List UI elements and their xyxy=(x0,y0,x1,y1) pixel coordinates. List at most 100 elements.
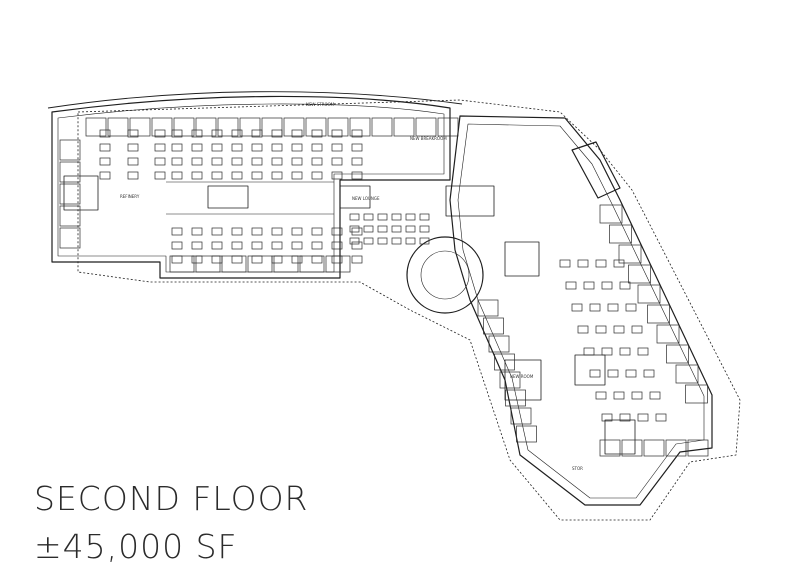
office xyxy=(643,439,665,457)
workstation xyxy=(231,129,243,138)
workstation xyxy=(643,369,655,378)
workstation xyxy=(271,255,283,264)
stair xyxy=(571,141,621,199)
room-label: NEW ROOM xyxy=(510,374,534,379)
workstation xyxy=(637,413,649,422)
core xyxy=(339,185,371,209)
office xyxy=(59,161,81,183)
workstation xyxy=(171,157,183,166)
workstation xyxy=(231,227,243,236)
workstation xyxy=(99,157,111,166)
left-wing-inner xyxy=(57,103,445,273)
workstation xyxy=(607,303,619,312)
office xyxy=(129,117,151,137)
workstation xyxy=(625,369,637,378)
workstation xyxy=(154,171,166,180)
workstation xyxy=(349,225,360,233)
workstation xyxy=(363,225,374,233)
workstation xyxy=(211,255,223,264)
office xyxy=(173,117,195,137)
workstation xyxy=(99,171,111,180)
right-wing-inner xyxy=(457,123,705,499)
office xyxy=(327,117,349,137)
roof-arc xyxy=(47,91,463,109)
workstation xyxy=(577,325,589,334)
workstation xyxy=(419,225,430,233)
workstation xyxy=(589,303,601,312)
workstation xyxy=(377,225,388,233)
workstation xyxy=(311,255,323,264)
workstation xyxy=(311,241,323,250)
office xyxy=(107,117,129,137)
workstation xyxy=(631,325,643,334)
workstation xyxy=(99,129,111,138)
workstation xyxy=(154,157,166,166)
workstation xyxy=(191,143,203,152)
workstation xyxy=(251,171,263,180)
workstation xyxy=(351,241,363,250)
workstation xyxy=(127,157,139,166)
workstation xyxy=(363,237,374,245)
core xyxy=(504,241,540,277)
workstation xyxy=(625,303,637,312)
workstation xyxy=(565,281,577,290)
workstation xyxy=(171,227,183,236)
office xyxy=(217,117,239,137)
office xyxy=(169,255,195,273)
workstation xyxy=(127,143,139,152)
workstation xyxy=(211,227,223,236)
workstation xyxy=(363,213,374,221)
workstation xyxy=(271,227,283,236)
workstation xyxy=(583,281,595,290)
office xyxy=(516,425,537,443)
office xyxy=(621,439,643,457)
workstation xyxy=(619,347,631,356)
workstation xyxy=(637,347,649,356)
office xyxy=(510,407,532,425)
workstation xyxy=(291,143,303,152)
room-label: STOR xyxy=(572,466,583,471)
office xyxy=(599,439,621,457)
workstation xyxy=(331,241,343,250)
office xyxy=(261,117,283,137)
workstation xyxy=(601,281,613,290)
workstation xyxy=(171,255,183,264)
workstation xyxy=(619,413,631,422)
workstation xyxy=(405,237,416,245)
office xyxy=(666,344,689,364)
room-label: NEW BREAKROOM xyxy=(410,136,447,141)
workstation xyxy=(99,143,111,152)
workstation xyxy=(405,225,416,233)
workstation xyxy=(191,241,203,250)
workstation xyxy=(171,171,183,180)
workstation xyxy=(291,255,303,264)
room-label: NEW STROOM xyxy=(306,102,335,107)
workstation xyxy=(251,241,263,250)
floor-title: SECOND FLOOR xyxy=(34,479,309,518)
room-label: REFINERY xyxy=(120,194,140,199)
workstation xyxy=(231,241,243,250)
office xyxy=(505,389,526,407)
workstation xyxy=(613,325,625,334)
workstation xyxy=(154,143,166,152)
workstation xyxy=(405,213,416,221)
workstation xyxy=(351,143,363,152)
office xyxy=(687,439,709,457)
office xyxy=(437,117,459,137)
workstation xyxy=(231,171,243,180)
workstation xyxy=(271,171,283,180)
office xyxy=(637,284,661,304)
workstation xyxy=(251,255,263,264)
office xyxy=(151,117,173,137)
office xyxy=(477,299,499,317)
workstation xyxy=(211,129,223,138)
workstation xyxy=(391,213,402,221)
office xyxy=(665,439,687,457)
workstation xyxy=(211,241,223,250)
workstation xyxy=(391,225,402,233)
workstation xyxy=(351,157,363,166)
workstation-grid xyxy=(99,129,667,422)
office xyxy=(239,117,261,137)
workstation xyxy=(291,227,303,236)
office xyxy=(59,205,81,227)
